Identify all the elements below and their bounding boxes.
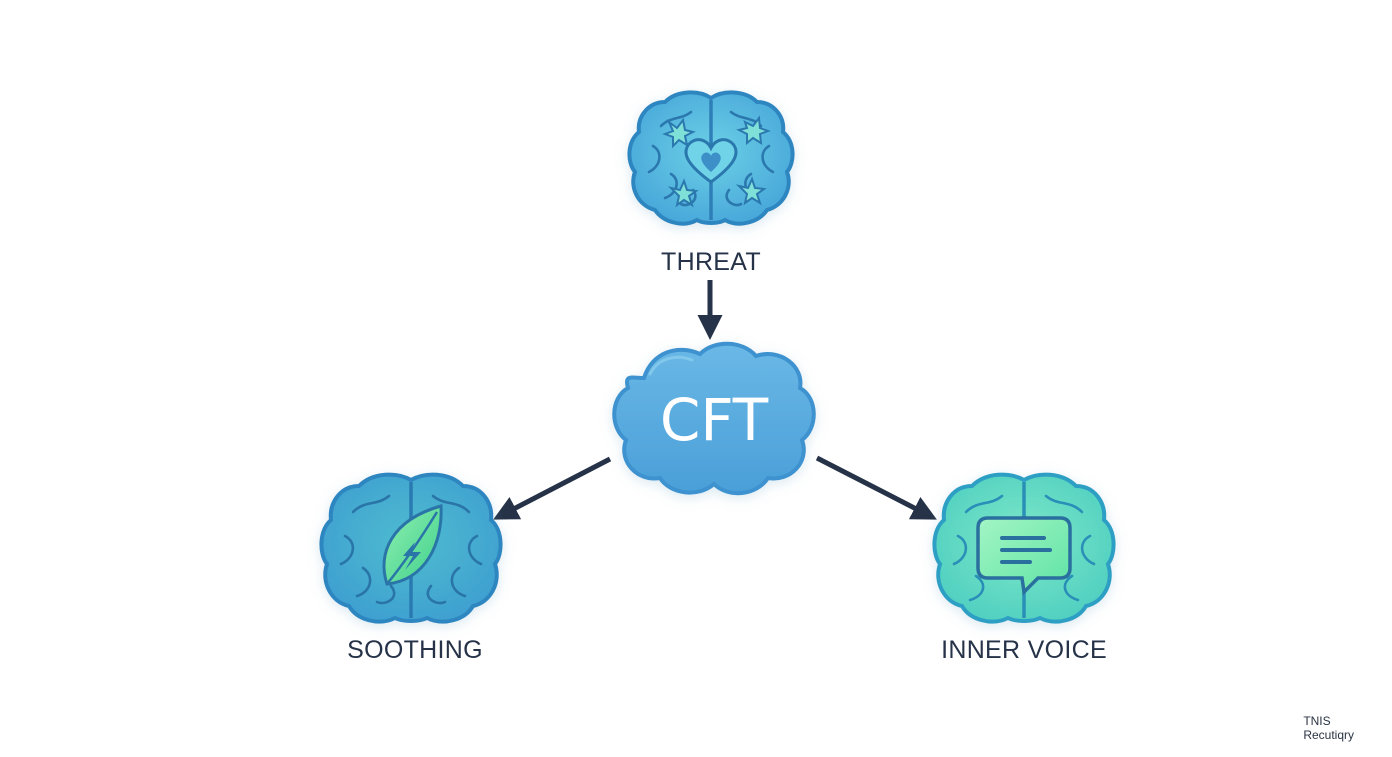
soothing-node: SOOTHING [319,472,503,664]
arrow-cft-to-soothing [493,456,612,520]
arrow-cft-to-inner-voice [815,455,937,520]
brain-leaf-icon [319,472,503,624]
watermark-line-1: TNIS [1303,714,1331,728]
inner-voice-node: INNER VOICE [932,472,1116,664]
brain-heart-icon [627,90,795,226]
soothing-label: SOOTHING [347,636,483,664]
cft-label: CFT [660,386,769,454]
threat-node: THREAT [627,90,795,276]
cloud-icon [612,341,816,496]
inner-voice-label: INNER VOICE [941,636,1107,664]
watermark-line-2: Recutiqry [1303,728,1354,742]
cft-node: CFT [612,341,816,496]
threat-label: THREAT [661,248,761,276]
brain-chat-icon [932,472,1116,624]
watermark: TNIS Recutiqry [1303,714,1354,742]
